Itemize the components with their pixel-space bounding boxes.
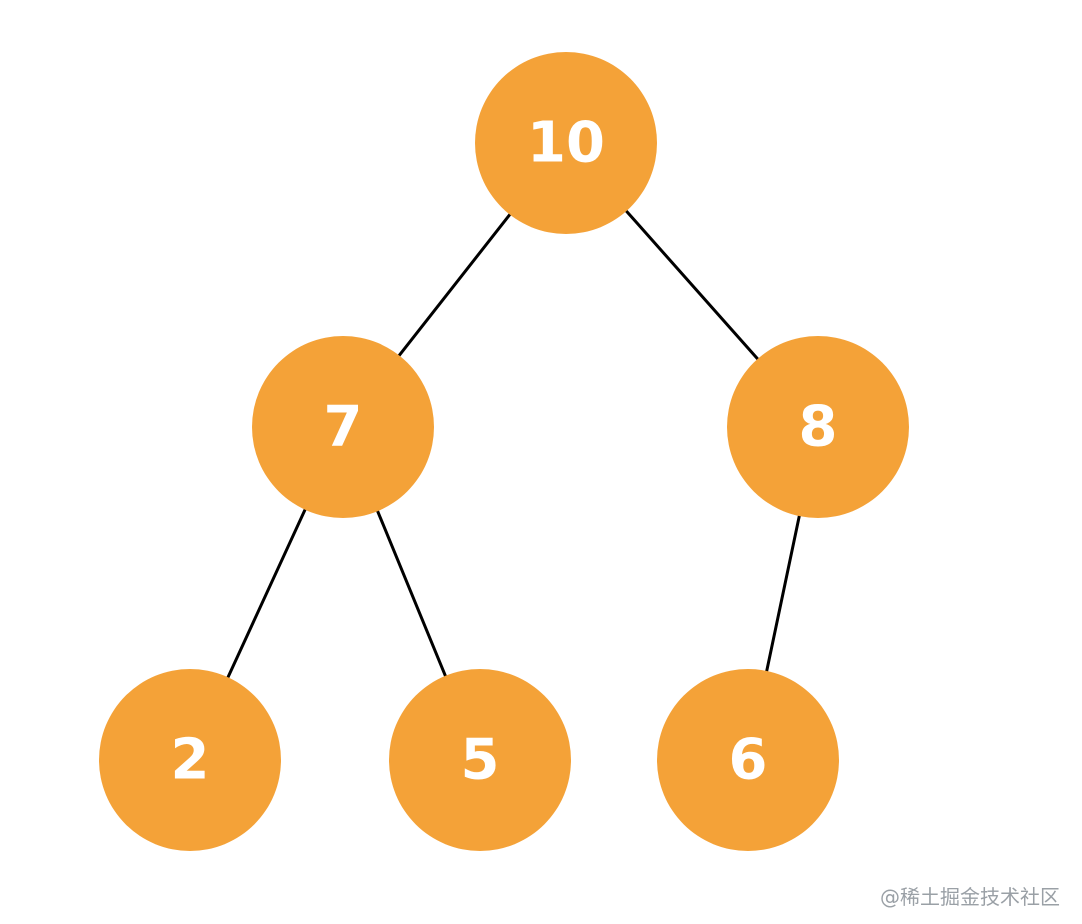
node-label: 8	[799, 395, 838, 460]
node-circle	[657, 669, 839, 851]
node-label: 10	[527, 111, 605, 176]
node-label: 2	[171, 728, 210, 793]
edge-n10-n8	[624, 209, 760, 361]
node-label: 5	[461, 728, 500, 793]
watermark-text: @稀土掘金技术社区	[880, 885, 1060, 909]
tree-node-10: 10	[475, 52, 657, 234]
node-circle	[475, 52, 657, 234]
node-circle	[252, 336, 434, 518]
edge-n7-n5	[376, 509, 447, 678]
edges-layer	[226, 209, 801, 679]
tree-node-5: 5	[389, 669, 571, 851]
tree-node-6: 6	[657, 669, 839, 851]
node-label: 6	[729, 728, 768, 793]
edge-n7-n2	[226, 508, 307, 679]
nodes-layer: 10 7 8 2 5 6	[99, 52, 909, 851]
node-label: 7	[324, 395, 363, 460]
edge-n8-n6	[765, 514, 801, 673]
tree-node-2: 2	[99, 669, 281, 851]
node-circle	[389, 669, 571, 851]
edge-n10-n7	[397, 213, 512, 357]
tree-node-7: 7	[252, 336, 434, 518]
node-circle	[99, 669, 281, 851]
node-circle	[727, 336, 909, 518]
tree-node-8: 8	[727, 336, 909, 518]
